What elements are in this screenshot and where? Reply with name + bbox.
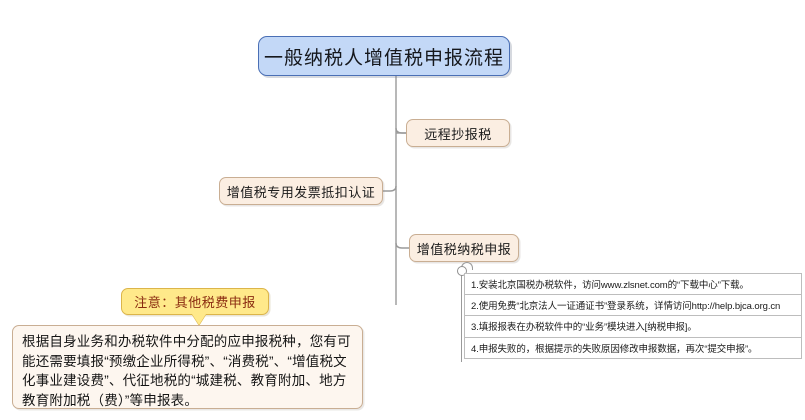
list-item-label: 3.填报报表在办税软件中的“业务”模块进入[纳税申报]。 [471,322,697,334]
note-callout-header[interactable]: 注意：其他税费申报 [121,288,269,315]
detail-list: 1.安装北京国税办税软件，访问www.zlsnet.com的“下载中心”下载。 … [464,273,802,359]
branch-node-vat-invoice-deduction[interactable]: 增值税专用发票抵扣认证 [219,177,383,205]
list-item[interactable]: 4.申报失败的，根据提示的失败原因修改申报数据，再次“提交申报”。 [464,337,802,359]
detail-list-bullet-icon[interactable] [457,266,467,276]
list-item[interactable]: 3.填报报表在办税软件中的“业务”模块进入[纳税申报]。 [464,316,802,338]
branch-node-label: 增值税纳税申报 [416,241,512,257]
detail-list-spine [461,270,462,362]
root-node-label: 一般纳税人增值税申报流程 [263,47,504,69]
branch-node-vat-declaration[interactable]: 增值税纳税申报 [409,234,519,262]
list-item[interactable]: 2.使用免费“北京法人一证通证书”登录系统，详情访问http://help.bj… [464,294,802,316]
branch-node-label: 远程抄报税 [424,126,492,142]
mindmap-root-node[interactable]: 一般纳税人增值税申报流程 [258,36,510,76]
note-callout-title: 注意：其他税费申报 [134,295,256,310]
note-body-box[interactable]: 根据自身业务和办税软件中分配的应申报税种，您有可能还需要填报“预缴企业所得税”、… [12,325,363,409]
note-callout-tail-icon [192,314,206,325]
note-body-text: 根据自身业务和办税软件中分配的应申报税种，您有可能还需要填报“预缴企业所得税”、… [22,334,351,408]
list-item-label: 4.申报失败的，根据提示的失败原因修改申报数据，再次“提交申报”。 [471,343,758,355]
branch-node-label: 增值税专用发票抵扣认证 [226,184,376,200]
list-item-label: 1.安装北京国税办税软件，访问www.zlsnet.com的“下载中心”下载。 [471,279,749,291]
branch-node-remote-tax-reporting[interactable]: 远程抄报税 [406,119,510,147]
list-item-label: 2.使用免费“北京法人一证通证书”登录系统，详情访问http://help.bj… [471,300,781,312]
list-item[interactable]: 1.安装北京国税办税软件，访问www.zlsnet.com的“下载中心”下载。 [464,273,802,295]
